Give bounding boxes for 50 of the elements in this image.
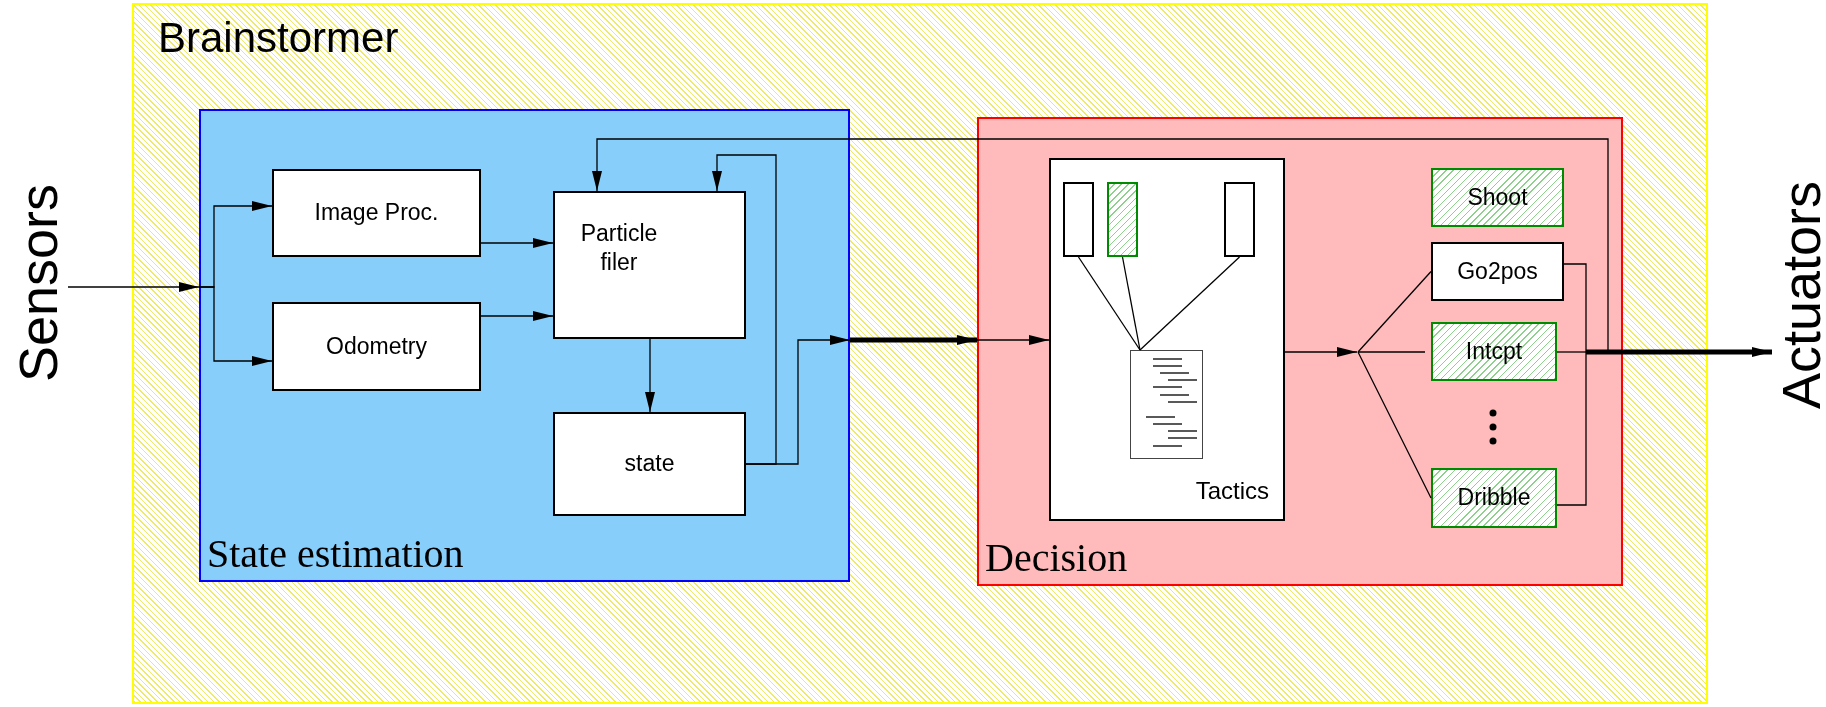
hatched-process-box xyxy=(1431,322,1557,381)
arrow xyxy=(1284,347,1358,357)
arrow xyxy=(645,338,655,413)
box-label: Go2pos xyxy=(1457,258,1538,285)
arrow xyxy=(976,335,1050,345)
box-label: Particle filer xyxy=(579,219,659,277)
connector-line xyxy=(1357,351,1426,353)
small-box xyxy=(1063,182,1094,257)
hatched-process-box xyxy=(1431,468,1557,528)
process-box xyxy=(272,169,481,257)
hatched-process-box xyxy=(1431,168,1564,227)
arrow xyxy=(67,282,200,292)
arrow xyxy=(712,154,777,465)
arrow xyxy=(480,311,554,321)
box-label: state xyxy=(624,451,675,477)
panel-title: Tactics xyxy=(1195,479,1269,503)
connector-line xyxy=(1077,256,1141,351)
panel-title: State estimation xyxy=(207,534,464,574)
system-panel xyxy=(132,3,1708,704)
connector-line xyxy=(1121,256,1141,351)
hatched-small-box xyxy=(1107,182,1138,257)
box-label: Shoot xyxy=(1467,184,1528,211)
process-box xyxy=(272,302,481,391)
vertical-label: Actuators xyxy=(1776,179,1826,412)
connector-line xyxy=(1563,263,1587,353)
box-label: Intcpt xyxy=(1465,338,1523,365)
box-label: Dribble xyxy=(1457,485,1531,511)
arrow xyxy=(480,238,554,248)
module-panel xyxy=(199,109,850,582)
document-drawing xyxy=(1130,350,1203,459)
arrow xyxy=(745,335,851,465)
arrow xyxy=(1586,347,1772,357)
box-label: Odometry xyxy=(326,333,427,360)
process-box xyxy=(1049,158,1285,521)
small-box xyxy=(1224,182,1255,257)
arrow xyxy=(198,286,273,366)
connector-line xyxy=(1556,351,1587,353)
arrow xyxy=(850,335,977,345)
process-box xyxy=(1431,242,1564,301)
connector-line xyxy=(1139,256,1241,351)
vertical-label: Sensors xyxy=(12,182,64,384)
connector-line xyxy=(1357,351,1432,499)
box-label: Image Proc. xyxy=(314,200,439,226)
process-box xyxy=(553,191,746,339)
process-box xyxy=(553,412,746,516)
arrow xyxy=(592,138,1609,353)
module-panel xyxy=(977,117,1623,586)
connector-line xyxy=(1357,270,1432,353)
connector-line xyxy=(1556,351,1587,506)
panel-title: Decision xyxy=(985,538,1128,578)
